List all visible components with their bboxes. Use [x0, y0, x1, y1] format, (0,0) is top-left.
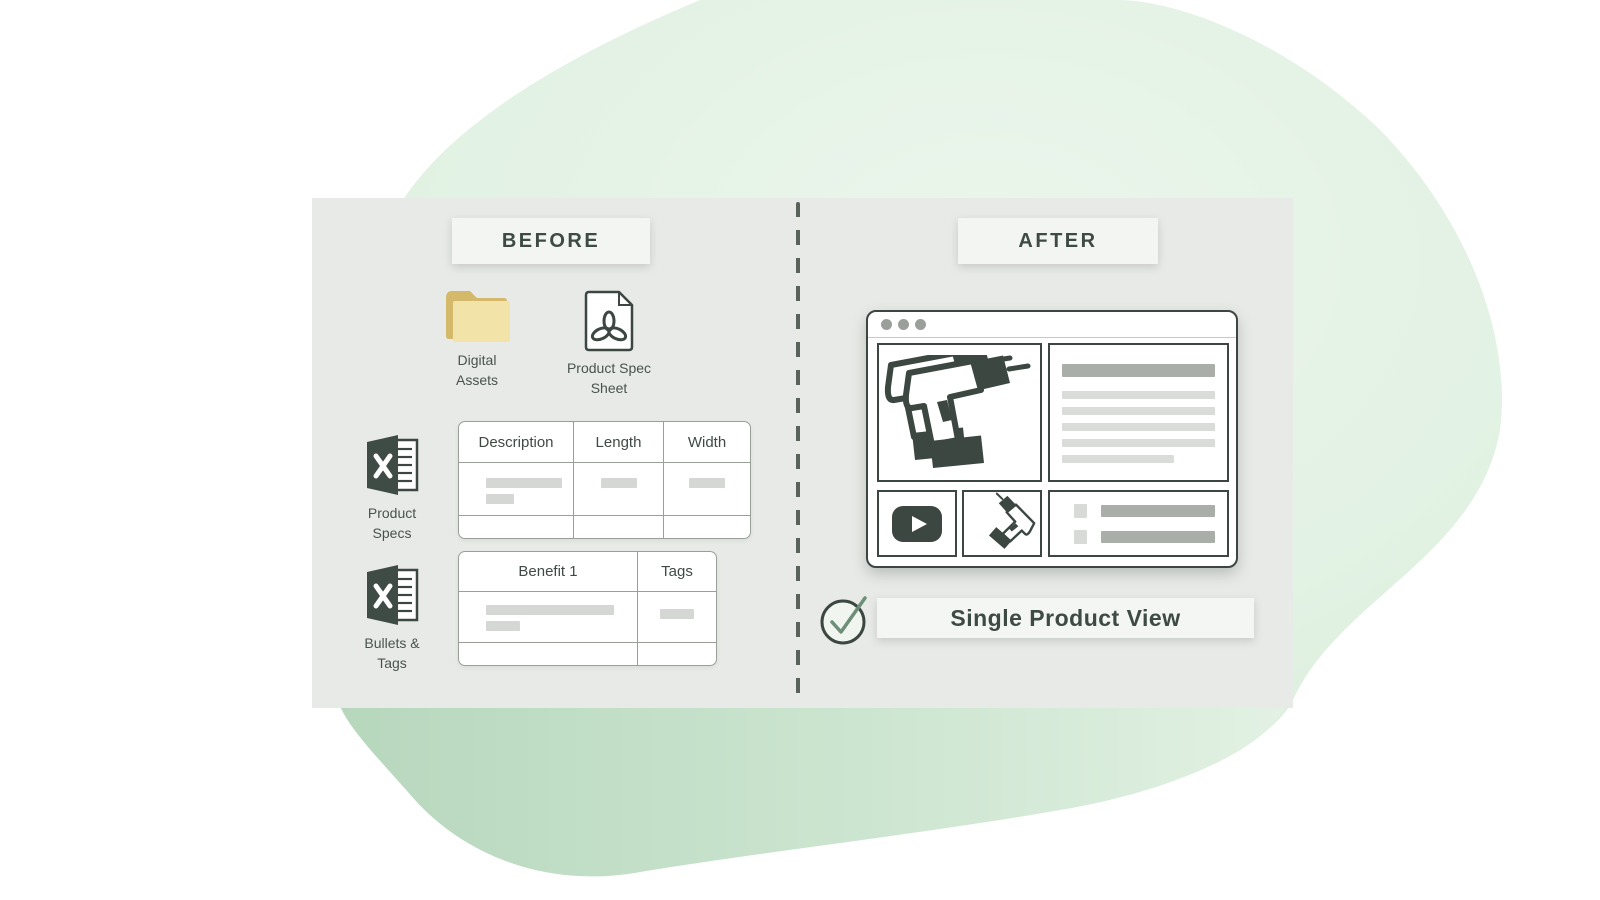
- bullet-list-box: [1048, 490, 1229, 557]
- after-header-label: AFTER: [1018, 229, 1098, 252]
- text-line-placeholder: [1062, 407, 1215, 415]
- spec-table-cell: [664, 516, 750, 538]
- spec-table-header-description: Description: [459, 422, 574, 463]
- video-thumbnail-box: [877, 490, 957, 557]
- pdf-document-icon: [584, 290, 634, 352]
- after-header: AFTER: [958, 218, 1158, 264]
- product-specs-label: Product Specs: [367, 505, 417, 542]
- text-line-placeholder: [1101, 505, 1215, 517]
- benefit-table-header-tags: Tags: [638, 552, 716, 592]
- spec-table: Description Length Width: [458, 421, 751, 539]
- checkmark-circle-icon: [817, 590, 877, 653]
- browser-titlebar: [868, 312, 1236, 338]
- window-control-dot: [898, 319, 909, 330]
- benefit-table-cell: [638, 592, 716, 643]
- spec-table-cell: [459, 516, 574, 538]
- window-control-dot: [881, 319, 892, 330]
- benefit-table-cell: [638, 643, 716, 665]
- single-product-view-caption: Single Product View: [877, 598, 1254, 638]
- placeholder-bar: [689, 478, 725, 488]
- comparison-panel: BEFORE AFTER Digital Assets Product Spec…: [312, 198, 1293, 708]
- product-description-box: [1048, 343, 1229, 482]
- play-button-icon: [892, 505, 942, 542]
- placeholder-bar: [660, 609, 694, 619]
- spec-sheet-label: Product Spec Sheet: [566, 360, 652, 397]
- spec-table-cell: [574, 516, 664, 538]
- product-image-box: [877, 343, 1042, 482]
- placeholder-bar: [486, 478, 562, 488]
- before-header-label: BEFORE: [501, 229, 601, 252]
- placeholder-bar: [486, 605, 614, 615]
- text-line-placeholder: [1062, 391, 1215, 399]
- benefit-table: Benefit 1 Tags: [458, 551, 717, 666]
- spec-table-cell: [574, 463, 664, 516]
- text-line-placeholder: [1062, 423, 1215, 431]
- benefit-table-cell: [459, 592, 638, 643]
- bullet-placeholder: [1074, 504, 1087, 518]
- text-line-placeholder: [1062, 455, 1174, 463]
- excel-spreadsheet-icon: [367, 565, 419, 625]
- text-line-placeholder: [1062, 439, 1215, 447]
- spec-table-cell: [664, 463, 750, 516]
- caption-label: Single Product View: [950, 604, 1181, 631]
- digital-assets-label: Digital Assets: [455, 352, 498, 389]
- text-line-placeholder: [1101, 531, 1215, 543]
- placeholder-bar: [486, 494, 514, 504]
- spec-table-header-width: Width: [664, 422, 750, 463]
- browser-window: [866, 310, 1238, 568]
- benefit-table-header-benefit: Benefit 1: [459, 552, 638, 592]
- drill-thumbnail-image: [972, 488, 1041, 557]
- spec-table-cell: [459, 463, 574, 516]
- blob-dark: [340, 706, 1285, 877]
- before-header: BEFORE: [452, 218, 650, 264]
- drill-thumbnail-box: [962, 488, 1042, 557]
- placeholder-bar: [486, 621, 520, 631]
- drill-product-image: [879, 345, 1040, 480]
- window-control-dot: [915, 319, 926, 330]
- bullets-tags-label: Bullets & Tags: [364, 635, 420, 672]
- folder-icon: [446, 291, 510, 342]
- excel-spreadsheet-icon: [367, 435, 419, 495]
- acrobat-trefoil-glyph: [590, 310, 628, 342]
- spec-table-header-length: Length: [574, 422, 664, 463]
- benefit-table-cell: [459, 643, 638, 665]
- text-line-placeholder: [1062, 364, 1215, 377]
- before-after-divider: [796, 202, 800, 702]
- bullet-placeholder: [1074, 530, 1087, 544]
- placeholder-bar: [601, 478, 637, 488]
